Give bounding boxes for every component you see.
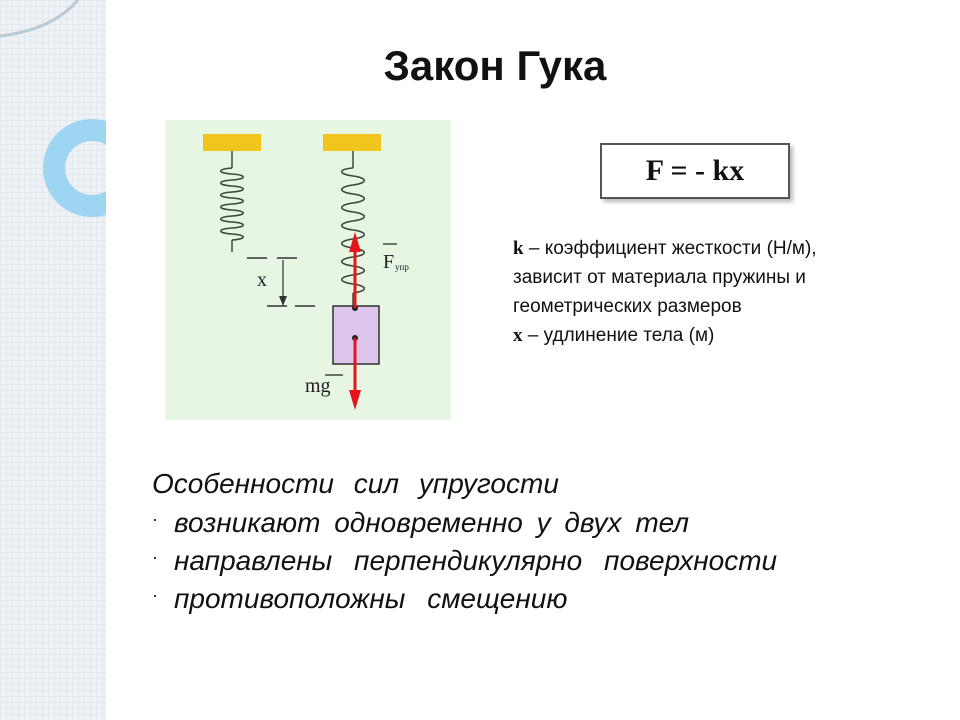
list-item: · противоположны смещению — [152, 580, 912, 618]
k-definition-line2: зависит от материала пружины и — [513, 267, 806, 288]
x-definition: – удлинение тела (м) — [522, 325, 715, 346]
bullet: · — [152, 509, 158, 529]
right-spring — [340, 167, 366, 294]
feature-text: возникают одновременно у двух тел — [174, 507, 690, 538]
label-force: F — [383, 251, 394, 273]
definition-k: k – коэффициент жесткости (Н/м), — [513, 234, 933, 263]
k-symbol: k — [513, 238, 524, 259]
diagram-background — [165, 120, 451, 420]
bullet: · — [152, 547, 158, 567]
bullet: · — [152, 585, 158, 605]
list-item: · направлены перпендикулярно поверхности — [152, 542, 912, 580]
right-support — [323, 134, 381, 151]
formula-box: F = - kx — [600, 143, 790, 199]
features-section: Особенности сил упругости · возникают од… — [152, 464, 912, 618]
page-title: Закон Гука — [383, 42, 607, 89]
list-item: · возникают одновременно у двух тел — [152, 504, 912, 542]
label-x: x — [257, 269, 267, 291]
left-support — [203, 134, 261, 151]
decorative-rings — [0, 0, 106, 217]
definitions: k – коэффициент жесткости (Н/м), зависит… — [513, 234, 933, 350]
feature-text: направлены перпендикулярно поверхности — [174, 545, 778, 576]
gravity-arrowhead — [349, 390, 361, 410]
k-definition-line3: геометрических размеров — [513, 296, 742, 317]
feature-text: противоположны смещению — [174, 583, 568, 614]
hooke-diagram: x F упр mg — [165, 120, 451, 420]
left-spring — [219, 167, 245, 241]
features-heading: Особенности сил упругости — [152, 468, 559, 499]
formula-text: F = - kx — [645, 154, 745, 187]
elastic-force-arrowhead — [349, 232, 361, 252]
displacement-arrowhead — [279, 296, 287, 306]
k-definition-line1: – коэффициент жесткости (Н/м), — [523, 238, 817, 259]
label-weight: mg — [305, 375, 331, 397]
x-symbol: x — [513, 325, 523, 346]
label-force-sub: упр — [395, 262, 409, 272]
definition-x: x – удлинение тела (м) — [513, 321, 933, 350]
